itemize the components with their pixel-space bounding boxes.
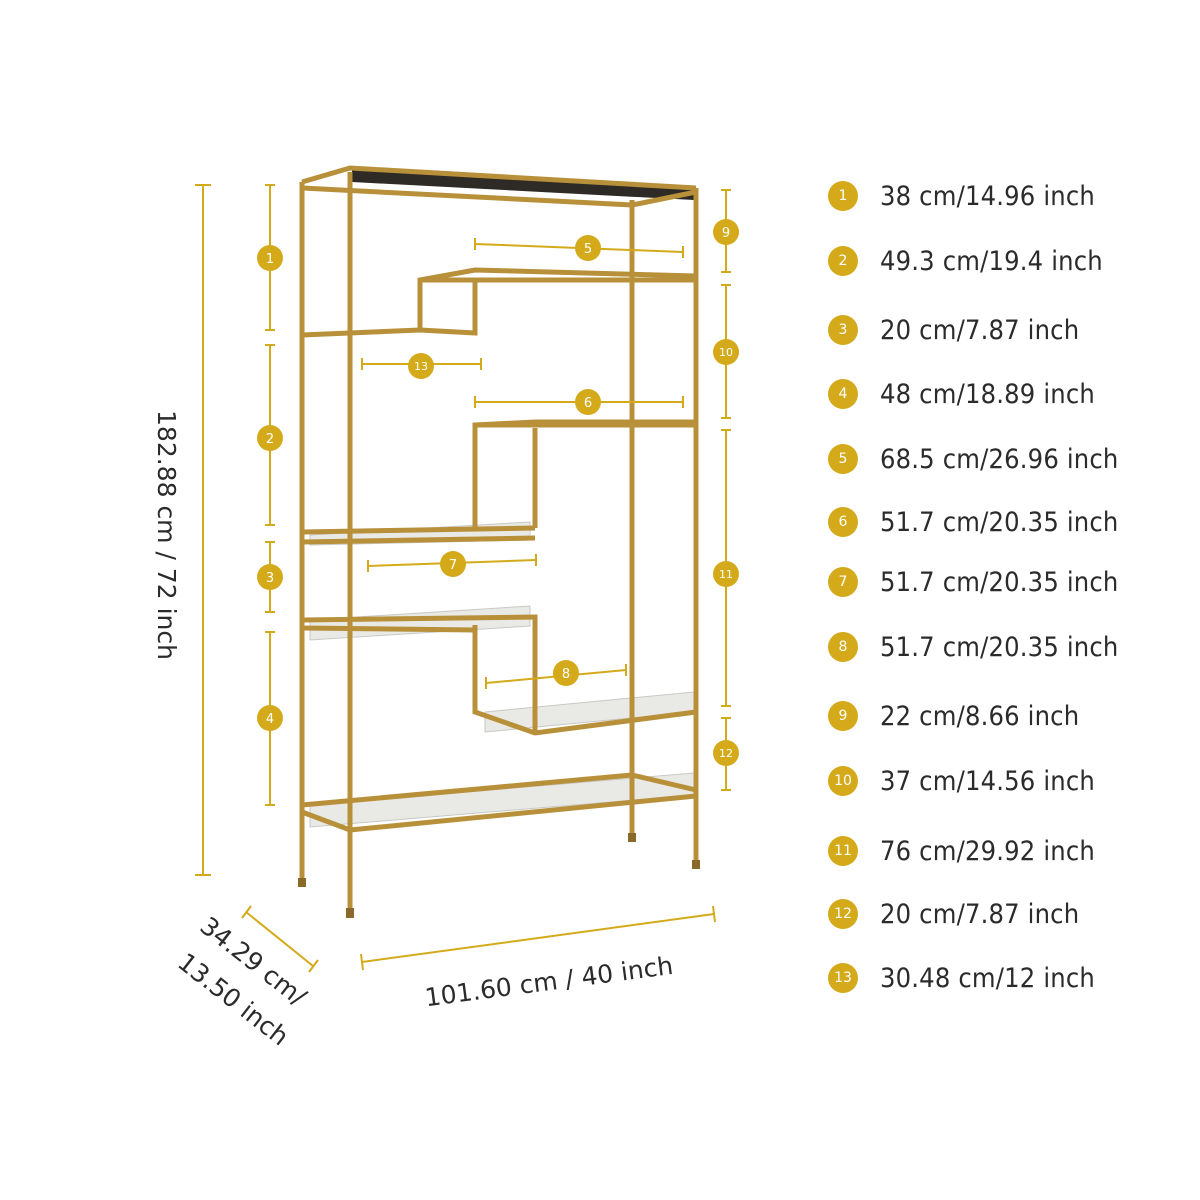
marker-8: 8	[553, 660, 579, 686]
svg-text:5: 5	[584, 242, 592, 257]
legend-item-7: 7 51.7 cm/20.35 inch	[828, 562, 1145, 602]
legend-badge-5: 5	[828, 444, 858, 474]
overall-height-line	[195, 184, 211, 876]
svg-text:10: 10	[719, 346, 733, 359]
svg-text:9: 9	[722, 226, 730, 241]
legend-item-8: 8 51.7 cm/20.35 inch	[828, 627, 1145, 667]
svg-text:4: 4	[266, 712, 274, 727]
legend-text-8: 51.7 cm/20.35 inch	[880, 631, 1119, 663]
legend-item-10: 10 37 cm/14.56 inch	[828, 761, 1119, 801]
marker-5: 5	[575, 235, 601, 261]
svg-text:2: 2	[266, 432, 274, 447]
marker-1: 1	[257, 245, 283, 271]
svg-text:8: 8	[562, 667, 570, 682]
legend-text-1: 38 cm/14.96 inch	[880, 180, 1095, 212]
legend-item-12: 12 20 cm/7.87 inch	[828, 894, 1101, 934]
legend-item-1: 1 38 cm/14.96 inch	[828, 176, 1119, 216]
legend-text-2: 49.3 cm/19.4 inch	[880, 245, 1103, 277]
legend-text-5: 68.5 cm/26.96 inch	[880, 443, 1119, 475]
overall-width-label: 101.60 cm / 40 inch	[423, 951, 675, 1012]
legend-badge-12: 12	[828, 899, 858, 929]
right-dimension-lines	[721, 189, 731, 791]
legend-badge-4: 4	[828, 379, 858, 409]
legend-badge-2: 2	[828, 246, 858, 276]
svg-text:1: 1	[266, 252, 274, 267]
legend-text-9: 22 cm/8.66 inch	[880, 700, 1080, 732]
svg-text:3: 3	[266, 571, 274, 586]
marker-9: 9	[713, 219, 739, 245]
legend-item-9: 9 22 cm/8.66 inch	[828, 696, 1101, 736]
top-board	[352, 170, 694, 200]
legend-item-2: 2 49.3 cm/19.4 inch	[828, 241, 1128, 281]
feet	[298, 833, 700, 918]
legend-item-3: 3 20 cm/7.87 inch	[828, 310, 1101, 350]
shelf-boards	[309, 170, 695, 828]
overall-width-line	[360, 905, 716, 971]
legend-badge-3: 3	[828, 315, 858, 345]
svg-text:6: 6	[584, 396, 592, 411]
legend-item-11: 11 76 cm/29.92 inch	[828, 831, 1119, 871]
marker-2: 2	[257, 425, 283, 451]
marker-4: 4	[257, 705, 283, 731]
legend-badge-9: 9	[828, 701, 858, 731]
marker-6: 6	[575, 389, 601, 415]
marker-12: 12	[713, 740, 739, 766]
legend-badge-13: 13	[828, 963, 858, 993]
legend-text-12: 20 cm/7.87 inch	[880, 898, 1080, 930]
shelf-frame	[299, 165, 699, 915]
svg-text:12: 12	[719, 747, 733, 760]
legend-item-13: 13 30.48 cm/12 inch	[828, 958, 1119, 998]
legend-item-6: 6 51.7 cm/20.35 inch	[828, 502, 1145, 542]
legend-badge-10: 10	[828, 766, 858, 796]
legend-item-4: 4 48 cm/18.89 inch	[828, 374, 1119, 414]
legend-text-6: 51.7 cm/20.35 inch	[880, 506, 1119, 538]
marker-10: 10	[713, 339, 739, 365]
legend-badge-7: 7	[828, 567, 858, 597]
marker-11: 11	[713, 561, 739, 587]
marker-3: 3	[257, 564, 283, 590]
legend-text-13: 30.48 cm/12 inch	[880, 962, 1095, 994]
svg-text:13: 13	[414, 360, 428, 373]
legend-text-10: 37 cm/14.56 inch	[880, 765, 1095, 797]
svg-text:11: 11	[719, 568, 733, 581]
marker-13: 13	[408, 353, 434, 379]
legend-badge-6: 6	[828, 507, 858, 537]
legend-text-3: 20 cm/7.87 inch	[880, 314, 1080, 346]
board-mid-left	[309, 605, 531, 641]
legend-badge-1: 1	[828, 181, 858, 211]
legend-item-5: 5 68.5 cm/26.96 inch	[828, 439, 1145, 479]
svg-text:7: 7	[449, 558, 457, 573]
overall-height-label: 182.88 cm / 72 inch	[152, 410, 181, 660]
marker-7: 7	[440, 551, 466, 577]
legend-text-4: 48 cm/18.89 inch	[880, 378, 1095, 410]
legend-badge-8: 8	[828, 632, 858, 662]
overall-depth-line	[241, 905, 319, 973]
legend-badge-11: 11	[828, 836, 858, 866]
legend-text-11: 76 cm/29.92 inch	[880, 835, 1095, 867]
legend-text-7: 51.7 cm/20.35 inch	[880, 566, 1119, 598]
